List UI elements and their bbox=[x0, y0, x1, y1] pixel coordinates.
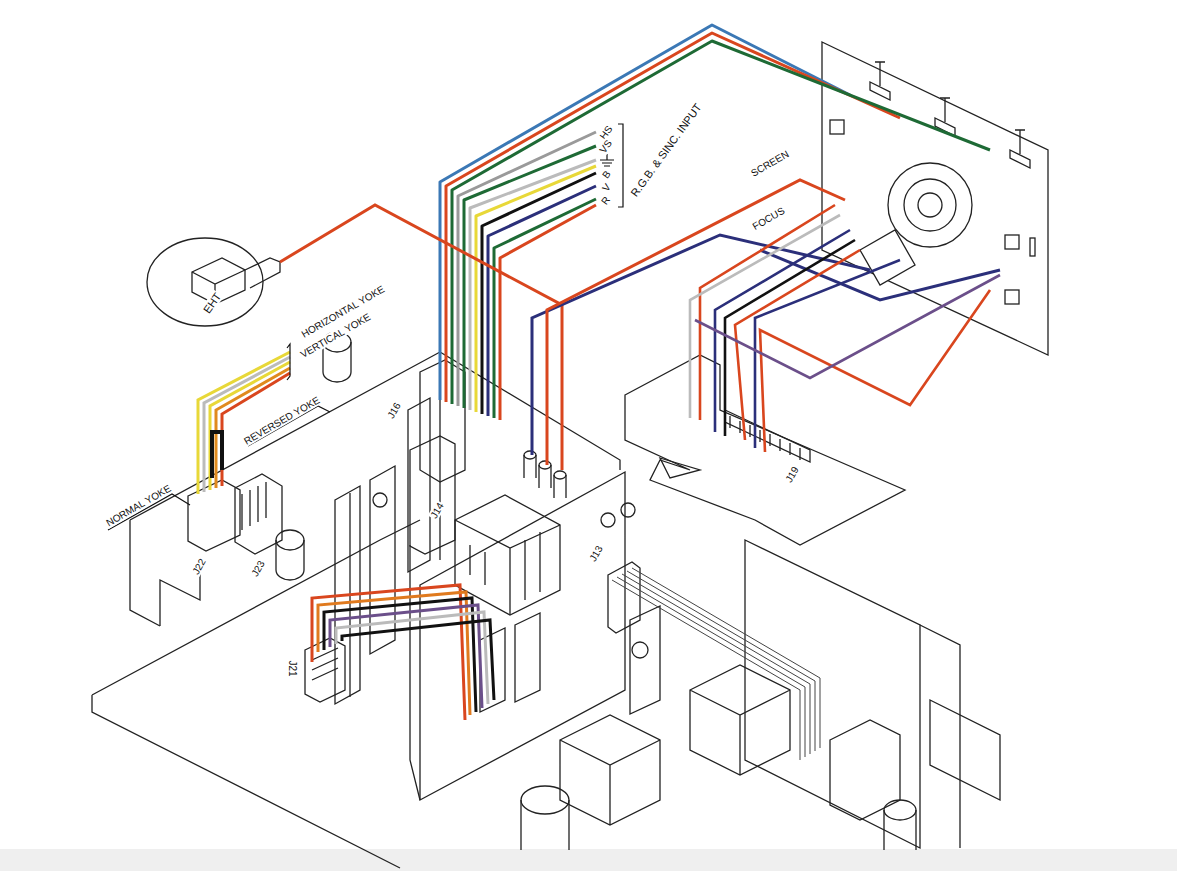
j19-board-part bbox=[660, 458, 700, 478]
screen-focus-wires-part bbox=[547, 180, 845, 465]
flat-cable-part bbox=[632, 568, 820, 748]
part-label: EHT bbox=[200, 290, 224, 317]
neck-board-part bbox=[860, 230, 915, 285]
screen-focus-wires bbox=[532, 180, 1000, 465]
j21-wires bbox=[312, 585, 494, 720]
chassis-outline-part bbox=[524, 451, 536, 459]
chassis-outline-part bbox=[323, 342, 351, 382]
flat-cable-part bbox=[612, 580, 800, 760]
chassis-outline-part bbox=[608, 562, 640, 633]
eht-cap-part bbox=[147, 238, 263, 326]
flat-cable-part bbox=[627, 571, 815, 751]
signal-name: B bbox=[599, 167, 613, 180]
wire-label: NORMAL YOKE bbox=[103, 482, 173, 529]
connector-label: J22 bbox=[190, 555, 209, 576]
chassis-outline-part bbox=[276, 540, 304, 580]
eht-cap bbox=[147, 238, 280, 326]
chassis-outline-part bbox=[884, 810, 916, 850]
neck-wires-part bbox=[755, 260, 900, 448]
neck-wires-part bbox=[725, 240, 855, 436]
chassis-outline-part bbox=[370, 466, 395, 654]
neck-board-part bbox=[1005, 290, 1019, 304]
signal-group-label: R.G.B. & SINC. INPUT bbox=[628, 100, 705, 199]
chassis-outline-part bbox=[410, 545, 420, 800]
eht-wire-part bbox=[280, 205, 562, 470]
flat-cable-part bbox=[617, 577, 805, 757]
bracket-part bbox=[618, 124, 623, 207]
eht-wire bbox=[280, 205, 562, 470]
chassis-outline-part bbox=[884, 800, 916, 820]
chassis-outline-part bbox=[242, 482, 266, 530]
chassis-outline-part bbox=[188, 480, 240, 551]
chassis-outline-part bbox=[630, 606, 660, 714]
chassis-outline-part bbox=[539, 461, 551, 469]
wire-label: REVERSED YOKE bbox=[241, 393, 322, 446]
flat-cable bbox=[612, 568, 820, 760]
neck-board-part bbox=[870, 62, 890, 100]
chassis-outline-part bbox=[601, 513, 615, 527]
connector-label: J16 bbox=[385, 399, 404, 420]
signal-name: VS bbox=[597, 137, 615, 156]
wire-label: FOCUS bbox=[749, 204, 787, 232]
connector-label: J13 bbox=[587, 542, 606, 563]
rgb-bundle-part bbox=[488, 186, 596, 416]
neck-board-part bbox=[822, 42, 1048, 355]
chassis-outline-part bbox=[373, 493, 387, 507]
chassis-outline-part bbox=[554, 475, 566, 498]
neck-board-part bbox=[904, 179, 956, 231]
neck-board-part bbox=[888, 163, 972, 247]
connector-label: J21 bbox=[287, 659, 298, 677]
chassis-outline-part bbox=[920, 625, 960, 848]
chassis-outline-part bbox=[560, 715, 660, 825]
ground-symbol-part bbox=[600, 154, 614, 166]
chassis-outline-part bbox=[621, 503, 635, 517]
bottom-band bbox=[0, 849, 1177, 871]
chassis-outline-part bbox=[92, 520, 420, 868]
chassis-outline-part bbox=[539, 465, 551, 488]
ground-symbol bbox=[600, 154, 614, 166]
chassis-outline-part bbox=[470, 532, 540, 600]
neck-board-part bbox=[1030, 238, 1035, 256]
chassis-outline-part bbox=[745, 540, 920, 848]
neck-board-part bbox=[1005, 235, 1019, 249]
chassis-outline-part bbox=[235, 474, 282, 554]
wire-label: SCREEN bbox=[748, 147, 791, 178]
chassis-outline-part bbox=[521, 800, 569, 850]
chassis-outline-part bbox=[312, 648, 338, 680]
chassis-outline-part bbox=[408, 398, 430, 572]
chassis-outline-part bbox=[440, 352, 620, 470]
chassis-outline-part bbox=[410, 436, 455, 554]
neck-board bbox=[822, 42, 1048, 355]
j19-board-part bbox=[725, 410, 810, 462]
signal-name: V bbox=[599, 180, 613, 193]
chassis-outline-part bbox=[554, 471, 566, 479]
yoke-wires-part bbox=[212, 432, 222, 478]
chassis-outline-part bbox=[632, 642, 648, 658]
chassis-outline-part bbox=[521, 786, 569, 814]
neck-wires-part bbox=[695, 275, 1000, 378]
j21-wires-part bbox=[342, 620, 494, 700]
j21-wires-part bbox=[336, 612, 488, 704]
chassis-outline-part bbox=[420, 472, 625, 800]
label-underline-part bbox=[287, 344, 290, 380]
chassis-outline-part bbox=[130, 352, 440, 626]
chassis-outline-part bbox=[690, 665, 790, 775]
chassis-outline-part bbox=[276, 530, 304, 550]
neck-board-part bbox=[1010, 130, 1030, 168]
eht-cap-part bbox=[245, 258, 280, 288]
neck-board-part bbox=[830, 120, 844, 134]
neck-wires-part bbox=[690, 215, 840, 418]
chassis-outline-part bbox=[930, 700, 1000, 800]
bracket bbox=[618, 124, 623, 207]
flat-cable-part bbox=[622, 574, 810, 754]
neck-board-part bbox=[918, 193, 942, 217]
chassis-outline-part bbox=[830, 720, 900, 820]
chassis-outline-part bbox=[524, 455, 536, 478]
signal-name: R bbox=[599, 193, 613, 207]
connector-label: J23 bbox=[249, 557, 268, 578]
connector-label: J19 bbox=[783, 463, 802, 484]
neck-wires bbox=[690, 205, 1000, 452]
